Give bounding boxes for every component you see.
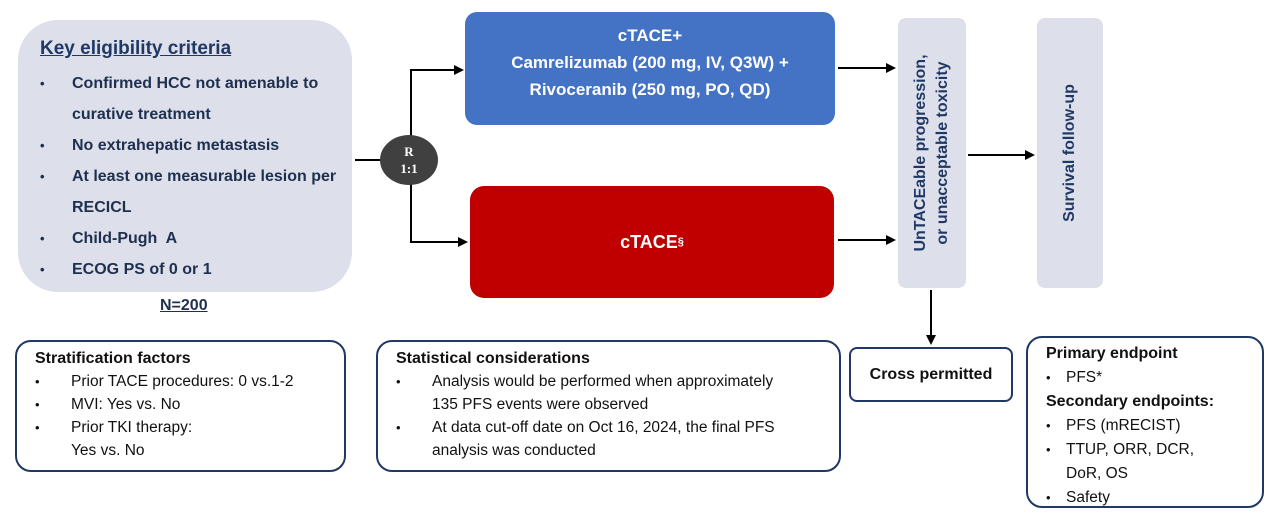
statistics-item: •At data cut-off date on Oct 16, 2024, t… (396, 416, 829, 462)
control-arm-box: cTACE§ (470, 186, 834, 298)
eligibility-item: •At least one measurable lesion per RECI… (40, 161, 342, 223)
stratification-item: •MVI: Yes vs. No (35, 393, 334, 416)
endpoints-panel: Primary endpoint •PFS* Secondary endpoin… (1026, 336, 1264, 508)
statistics-panel: Statistical considerations •Analysis wou… (376, 340, 841, 472)
eligibility-item: •Child-Pugh A (40, 223, 342, 254)
progression-text: UnTACEable progression, or unacceptable … (912, 54, 951, 252)
eligibility-item: •Confirmed HCC not amenable to curative … (40, 68, 342, 130)
eligibility-item: •No extrahepatic metastasis (40, 130, 342, 161)
control-arm-footnote-mark: § (677, 236, 684, 248)
secondary-endpoint-item: •TTUP, ORR, DCR, (1046, 438, 1254, 462)
sample-size: N=200 (160, 297, 208, 314)
eligibility-list: •Confirmed HCC not amenable to curative … (40, 68, 342, 285)
primary-endpoint-item: •PFS* (1046, 366, 1254, 390)
bullet-icon: • (1046, 442, 1051, 457)
stratification-item-continuation: Yes vs. No (71, 442, 145, 459)
experimental-arm-drug-1: Camrelizumab (200 mg, IV, Q3W) + (511, 53, 789, 72)
bullet-icon: • (35, 397, 40, 412)
eligibility-criteria-box: Key eligibility criteria •Confirmed HCC … (18, 20, 352, 292)
bullet-icon: • (1046, 490, 1051, 505)
experimental-arm-box: cTACE+ Camrelizumab (200 mg, IV, Q3W) + … (465, 12, 835, 125)
primary-endpoint-title: Primary endpoint (1046, 345, 1178, 362)
eligibility-item: •ECOG PS of 0 or 1 (40, 254, 342, 285)
randomization-node: R 1:1 (380, 135, 438, 185)
bullet-icon: • (396, 420, 401, 435)
bullet-icon: • (35, 420, 40, 435)
bullet-icon: • (40, 169, 45, 184)
stratification-panel: Stratification factors •Prior TACE proce… (15, 340, 346, 472)
arrow-to-experimental-arm (410, 65, 464, 140)
control-arm-label: cTACE (620, 231, 678, 252)
secondary-endpoint-item: •Safety (1046, 486, 1254, 510)
secondary-endpoint-item: •PFS (mRECIST) (1046, 414, 1254, 438)
bullet-icon: • (40, 76, 45, 91)
bullet-icon: • (40, 231, 45, 246)
secondary-endpoint-continuation: DoR, OS (1066, 465, 1129, 482)
secondary-endpoints-title: Secondary endpoints: (1046, 393, 1215, 410)
bullet-icon: • (40, 262, 45, 277)
statistics-item: •Analysis would be performed when approx… (396, 370, 829, 416)
randomization-ratio: 1:1 (400, 161, 418, 176)
survival-text: Survival follow-up (1061, 84, 1078, 222)
statistics-title: Statistical considerations (396, 350, 590, 367)
experimental-arm-title: cTACE+ (617, 26, 683, 45)
crossover-box: Cross permitted (849, 347, 1013, 402)
stratification-title: Stratification factors (35, 350, 191, 367)
bullet-icon: • (1046, 370, 1051, 385)
stratification-item: •Prior TACE procedures: 0 vs.1-2 (35, 370, 334, 393)
bullet-icon: • (35, 374, 40, 389)
arrow-to-control-arm (410, 182, 468, 247)
progression-box: UnTACEable progression, or unacceptable … (898, 18, 966, 288)
bullet-icon: • (1046, 418, 1051, 433)
eligibility-title: Key eligibility criteria (40, 38, 232, 59)
experimental-arm-drug-2: Rivoceranib (250 mg, PO, QD) (529, 80, 771, 99)
bullet-icon: • (40, 138, 45, 153)
randomization-label: R (404, 144, 414, 159)
bullet-icon: • (396, 374, 401, 389)
survival-box: Survival follow-up (1037, 18, 1103, 288)
stratification-item: •Prior TKI therapy: (35, 416, 334, 439)
